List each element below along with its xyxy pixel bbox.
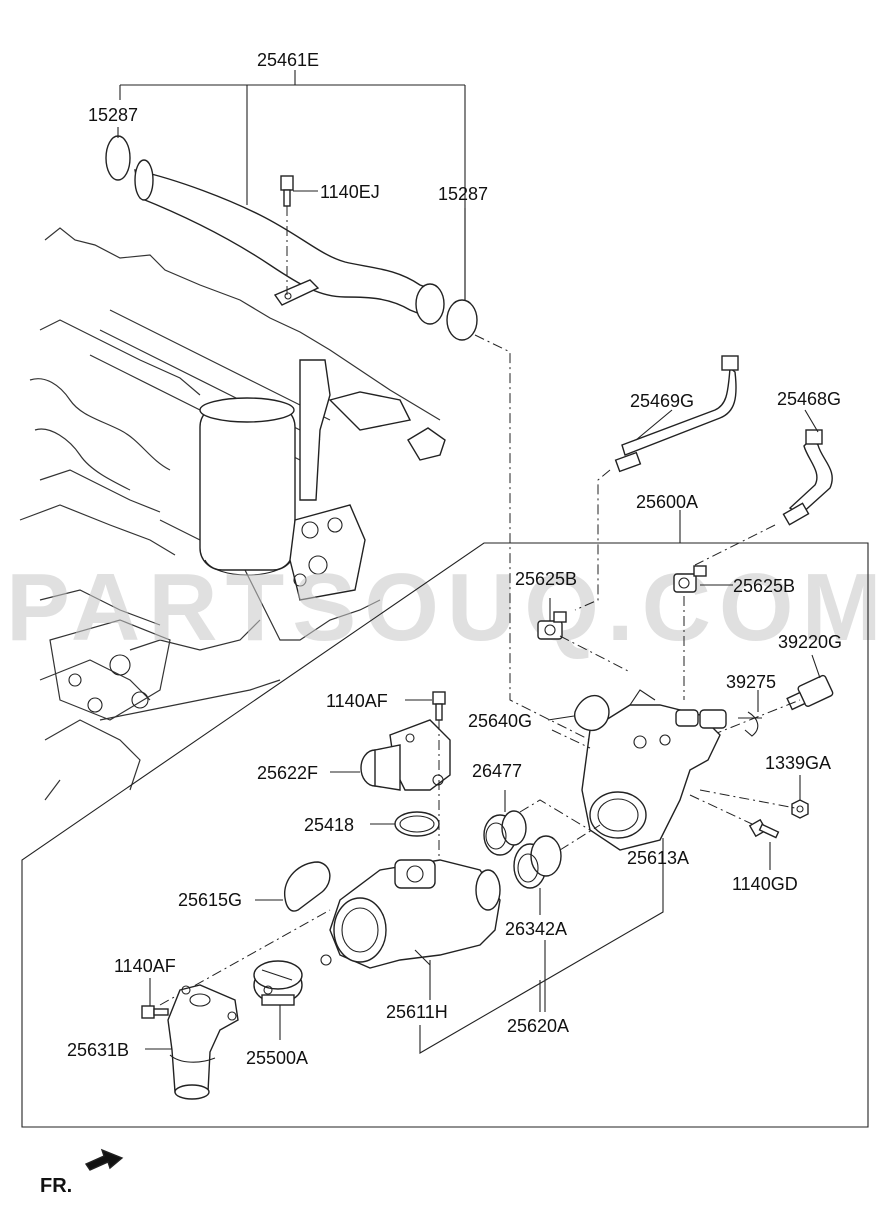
label-1140AF-bottom: 1140AF <box>114 956 176 976</box>
gasket-25615G <box>284 861 331 912</box>
seal-26342A <box>513 835 562 889</box>
seal-26477 <box>483 810 527 856</box>
bolt-1140EJ <box>280 175 294 207</box>
label-15287-left: 15287 <box>88 105 138 125</box>
label-39220G: 39220G <box>778 632 842 652</box>
label-25468G: 25468G <box>777 389 841 409</box>
clip-39275 <box>744 711 759 737</box>
label-25625B-right: 25625B <box>733 576 795 596</box>
label-25631B: 25631B <box>67 1040 129 1060</box>
bolt-1140GD <box>748 818 780 839</box>
housing-25613A <box>581 689 727 851</box>
label-25418: 25418 <box>304 815 354 835</box>
fitting-25622F <box>360 719 451 791</box>
label-25611H: 25611H <box>386 1002 448 1022</box>
label-1140AF-top: 1140AF <box>326 691 388 711</box>
label-25469G: 25469G <box>630 391 694 411</box>
nut-1339GA <box>791 799 809 819</box>
label-25615G: 25615G <box>178 890 242 910</box>
direction-label: FR. <box>40 1175 72 1197</box>
label-1140GD: 1140GD <box>732 874 798 894</box>
label-25461E: 25461E <box>257 50 319 70</box>
engine-block-drawing <box>19 227 446 801</box>
label-25622F: 25622F <box>257 763 318 783</box>
bolt-1140AF-bottom <box>141 1005 169 1019</box>
o-ring-15287-right <box>446 299 478 341</box>
sensor-25625B-right <box>673 565 707 593</box>
label-25620A: 25620A <box>507 1016 569 1036</box>
hose-25469G <box>614 355 739 473</box>
label-26477: 26477 <box>472 761 522 781</box>
o-ring-15287-left <box>105 135 131 181</box>
cover-25631B <box>167 984 239 1100</box>
label-26342A: 26342A <box>505 919 567 939</box>
label-15287-right: 15287 <box>438 184 488 204</box>
label-25600A: 25600A <box>636 492 698 512</box>
watermark-text: PARTSOUQ.COM <box>6 554 886 661</box>
hose-25468G <box>782 429 833 526</box>
label-1140EJ: 1140EJ <box>320 182 380 202</box>
label-25500A: 25500A <box>246 1048 308 1068</box>
front-direction-arrow <box>84 1148 124 1171</box>
label-25640G: 25640G <box>468 711 532 731</box>
label-25613A: 25613A <box>627 848 689 868</box>
assembly-frame <box>21 542 869 1128</box>
label-25625B-left: 25625B <box>515 569 577 589</box>
part-labels: 25461E 15287 1140EJ 15287 25469G 25468G … <box>40 50 842 1197</box>
gasket-25640G <box>574 694 610 732</box>
bolt-1140AF-top <box>432 691 446 721</box>
temp-sensor-39220G <box>786 674 834 711</box>
thermostat-25500A <box>253 960 303 1006</box>
housing-25611H <box>320 859 501 969</box>
label-1339GA: 1339GA <box>765 753 831 773</box>
label-39275: 39275 <box>726 672 776 692</box>
water-pipe-25461E <box>134 159 445 325</box>
